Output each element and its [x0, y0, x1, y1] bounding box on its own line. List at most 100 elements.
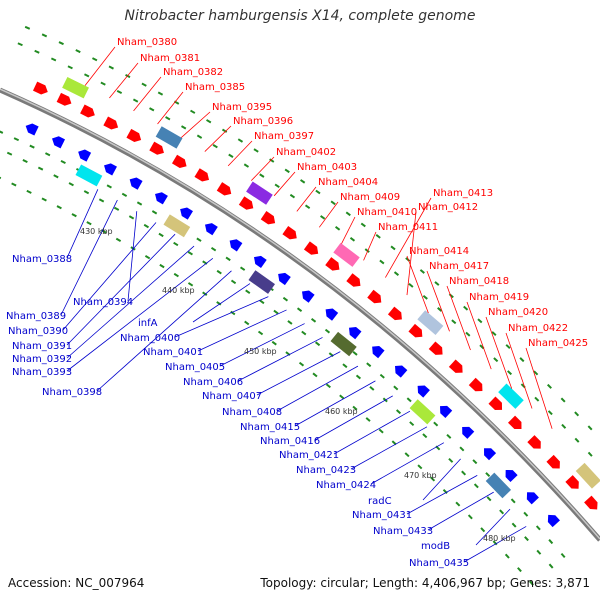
track-dot: [366, 362, 372, 368]
gene-label: Nham_0419: [469, 292, 529, 303]
leader-line: [60, 199, 118, 316]
gene-label: Nham_0398: [42, 387, 102, 398]
track-dot: [434, 281, 440, 286]
track-dot: [113, 206, 120, 211]
forward-gene: [468, 377, 483, 392]
reverse-gene: [25, 123, 39, 136]
track-dot: [486, 496, 492, 502]
reverse-gene: [301, 290, 315, 303]
track-dot: [523, 511, 529, 517]
track-dot: [116, 89, 123, 95]
track-dot: [491, 331, 497, 336]
gene-label: Nham_0417: [429, 261, 489, 272]
track-dot: [190, 109, 196, 114]
gene-label: Nham_0396: [233, 116, 293, 127]
accession-text: Accession: NC_007964: [8, 576, 145, 590]
track-dot: [68, 182, 74, 187]
leader-line: [66, 189, 99, 259]
track-dot: [417, 464, 423, 470]
track-dot: [45, 152, 51, 157]
track-dot: [409, 421, 415, 427]
leader-line: [84, 46, 116, 86]
gene-label: Nham_0421: [279, 450, 339, 461]
track-dot: [301, 330, 307, 336]
gene-label: Nham_0412: [418, 202, 478, 213]
gene-label: Nham_0382: [163, 67, 223, 78]
track-dot: [437, 307, 443, 312]
leader-line: [525, 347, 553, 429]
map-title: Nitrobacter hamburgensis X14, complete g…: [124, 8, 476, 24]
track-dot: [574, 411, 580, 417]
track-dot: [524, 536, 529, 542]
track-dot: [83, 190, 90, 195]
forward-gene: [488, 396, 503, 410]
gene-label: Nham_0410: [357, 207, 417, 218]
gene-label: Nham_0392: [12, 354, 72, 365]
track-dot: [24, 25, 31, 30]
track-dot: [324, 328, 331, 334]
reverse-gene: [52, 136, 66, 149]
track-dot: [406, 397, 412, 403]
track-dot: [206, 119, 212, 124]
leader-line: [237, 337, 323, 382]
dot-tracks: [0, 25, 593, 586]
gene-label: Nham_0400: [120, 333, 180, 344]
track-dot: [98, 198, 105, 203]
track-dot: [369, 385, 375, 391]
forward-gene: [216, 182, 232, 196]
leader-line: [475, 508, 511, 546]
gene-label: Nham_0415: [240, 422, 300, 433]
track-dot: [60, 160, 66, 165]
gene-label: Nham_0404: [318, 177, 378, 188]
track-dot: [0, 175, 2, 180]
gene-features: [25, 77, 600, 528]
leader-line: [422, 458, 461, 501]
track-dot: [379, 259, 385, 265]
forward-gene: [149, 141, 164, 155]
track-dot: [187, 282, 194, 287]
track-dot: [50, 57, 57, 62]
track-dot: [535, 525, 541, 531]
track-dot: [507, 370, 513, 376]
track-dot: [459, 446, 465, 452]
track-dot: [173, 241, 179, 247]
track-dot: [422, 294, 428, 300]
track-dot: [517, 567, 522, 573]
track-dot: [230, 310, 236, 316]
track-dot: [504, 553, 510, 559]
blue-labels: Nham_0388 Nham_0389 Nham_0394 Nham_0390 …: [6, 254, 469, 569]
track-dot: [216, 301, 222, 306]
track-dot: [26, 189, 32, 194]
track-dot: [121, 192, 128, 197]
leader-line: [66, 245, 195, 359]
track-dot: [284, 168, 290, 174]
forward-gene: [80, 104, 95, 118]
gene-label: Nham_0405: [165, 362, 225, 373]
forward-gene: [546, 454, 560, 469]
track-dot: [352, 350, 358, 356]
colored-feature: [409, 399, 436, 425]
track-dot: [446, 433, 452, 439]
track-dot: [136, 201, 143, 206]
gene-label: Nham_0418: [449, 276, 509, 287]
track-dot: [499, 509, 505, 515]
track-dot: [282, 296, 289, 302]
gene-label: Nham_0388: [12, 254, 72, 265]
gene-label: Nham_0389: [6, 311, 66, 322]
track-dot: [29, 144, 35, 149]
forward-gene: [428, 341, 443, 355]
track-dot: [221, 128, 228, 133]
gene-label: Nham_0393: [12, 367, 72, 378]
scale-label: 460 kbp: [325, 407, 358, 416]
track-dot: [480, 527, 486, 533]
reverse-gene: [254, 255, 267, 269]
label-leader-lines: [60, 46, 553, 563]
track-dot: [181, 125, 187, 130]
track-dot: [378, 428, 384, 434]
gene-label: Nham_0407: [202, 391, 262, 402]
genome-summary-text: Topology: circular; Length: 4,406,967 bp…: [260, 576, 590, 590]
leader-line: [197, 309, 287, 352]
red-labels: Nham_0380 Nham_0381 Nham_0382 Nham_0385 …: [117, 37, 588, 349]
track-dot: [196, 237, 202, 242]
reverse-gene: [278, 272, 291, 286]
